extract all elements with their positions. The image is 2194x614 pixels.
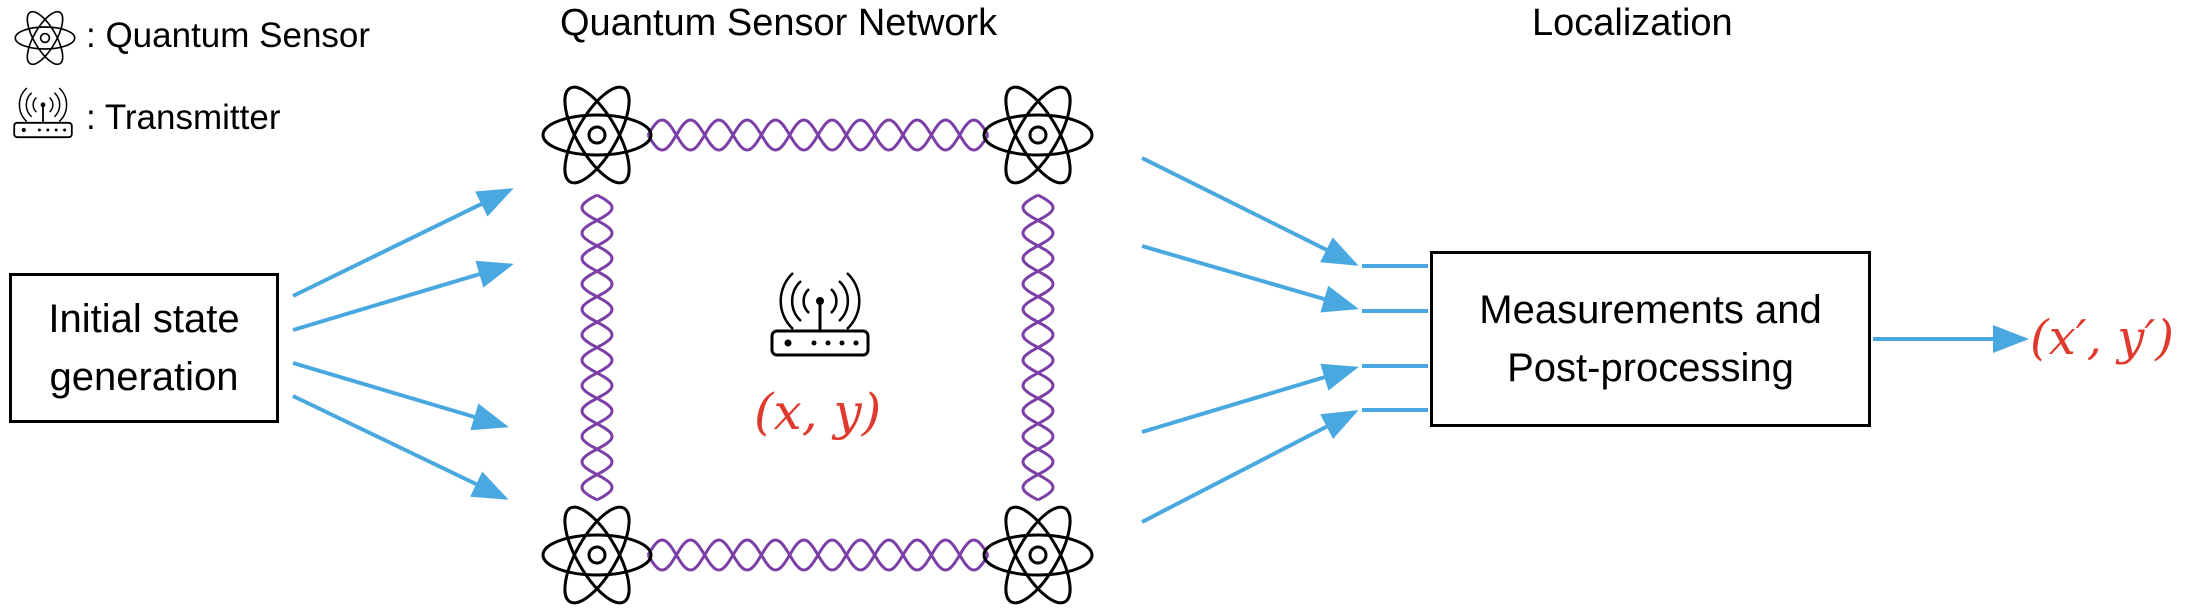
output-arrows xyxy=(1141,156,1359,524)
link-top-strand-2 xyxy=(646,118,990,152)
sensor-atom-icon-bottom-right xyxy=(982,496,1094,614)
initial-state-line-1: Initial state xyxy=(48,297,240,341)
legend-atom-icon xyxy=(14,5,76,71)
measurement-box: Measurements and Post-processing xyxy=(1430,251,1871,427)
measurement-line-2: Post-processing xyxy=(1507,346,1794,390)
link-left-strand-2 xyxy=(580,193,614,502)
legend-sensor-label: : Quantum Sensor xyxy=(86,16,371,55)
legend-router-icon xyxy=(13,87,73,139)
measurement-line-1: Measurements and xyxy=(1479,288,1822,332)
input-arrow-3 xyxy=(292,361,509,431)
input-arrows xyxy=(292,188,514,500)
link-bottom-strand-2 xyxy=(646,538,990,572)
transmitter-router-icon xyxy=(770,271,870,357)
output-arrow-4 xyxy=(1141,410,1359,524)
sensor-atom-icon-bottom-left xyxy=(541,496,653,614)
output-arrow-2 xyxy=(1141,244,1359,313)
estimated-position-label: (x′, y′) xyxy=(2030,310,2174,366)
input-arrow-4 xyxy=(292,394,509,500)
sensor-atom-icon-top-left xyxy=(541,76,653,194)
entanglement-links xyxy=(580,118,1055,572)
link-right-strand-2 xyxy=(1021,193,1055,502)
initial-state-box: Initial state generation xyxy=(9,273,279,423)
input-arrow-2 xyxy=(292,260,514,332)
output-arrow-3 xyxy=(1141,363,1359,434)
initial-state-line-2: generation xyxy=(49,355,239,399)
legend-transmitter-label: : Transmitter xyxy=(86,98,281,137)
measurement-input-lines xyxy=(1362,264,1428,412)
network-title: Quantum Sensor Network xyxy=(560,2,998,44)
localization-title: Localization xyxy=(1532,2,1733,44)
input-arrow-1 xyxy=(292,188,514,298)
sensor-atom-icon-top-right xyxy=(982,76,1094,194)
output-arrow-1 xyxy=(1141,156,1359,266)
true-position-label: (x, y) xyxy=(754,383,882,441)
